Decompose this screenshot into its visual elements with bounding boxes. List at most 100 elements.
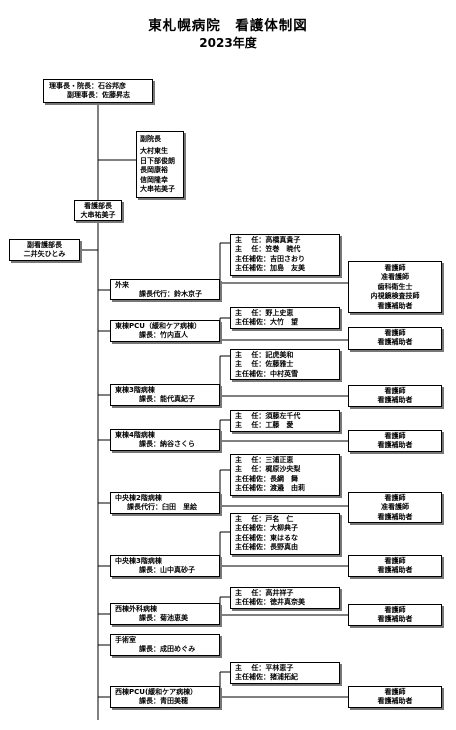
dept-name: 西棟外科病棟: [115, 605, 157, 613]
dept-box-central-2f: 中央棟2階病棟 課長代行：臼田 里絵: [110, 492, 220, 514]
vice-president-heading: 副院長: [140, 135, 161, 143]
staff-entry: 主 任：笠巻 暁代: [235, 245, 301, 254]
vice-president-name: 長岡康裕: [140, 166, 168, 175]
role-entry: 看護師: [384, 557, 406, 565]
deputy-director-name: 二井矢ひとみ: [23, 250, 66, 259]
staff-box-central-2f: 主 任：三浦正恵 主 任：梶原沙央梨 主任補佐：長綱 舞 主任補佐：渡邉 由莉: [230, 454, 340, 496]
dept-head: 課長：青田美穂: [139, 697, 188, 706]
dept-name: 外来: [115, 281, 129, 289]
dept-box-central-3f: 中央棟3階病棟 課長：山中真砂子: [110, 555, 220, 577]
deputy-director-title: 副看護部長: [27, 241, 62, 249]
staff-entry: 主任補佐：徳井真奈美: [235, 598, 305, 607]
staff-box-outpatient: 主 任：高橋真貴子 主 任：笠巻 暁代 主任補佐：吉田さおり 主任補佐：加島 友…: [230, 234, 340, 276]
roles-box-east-pcu: 看護師 看護補助者: [348, 327, 442, 350]
dept-box-outpatient: 外来 課長代行：鈴木京子: [110, 279, 220, 300]
role-entry: 看護師: [384, 606, 406, 614]
nursing-director-title: 看護部長: [84, 202, 112, 210]
staff-entry: 主 任：野上史恵: [235, 309, 294, 317]
role-entry: 看護補助者: [377, 615, 413, 624]
dept-head: 課長：山中真砂子: [139, 566, 195, 575]
dept-box-west-pcu: 西棟PCU(緩和ケア病棟） 課長：青田美穂: [110, 686, 220, 708]
roles-box-west-pcu: 看護師 看護補助者: [348, 686, 442, 708]
dept-head: 課長：納谷さくら: [139, 440, 195, 449]
staff-entry: 主任補佐：長綱 舞: [235, 474, 298, 483]
dept-box-west-surgery: 西棟外科病棟 課長：菊池恵美: [110, 603, 220, 625]
roles-box-west-surgery: 看護師 看護補助者: [348, 604, 442, 626]
role-entry: 看護師: [384, 494, 406, 502]
staff-box-west-surgery: 主 任：高井祥子 主任補佐：徳井真奈美: [230, 587, 340, 609]
role-entry: 看護補助者: [377, 301, 413, 310]
vice-president-name: 信岡隆幸: [140, 175, 168, 184]
roles-box-outpatient: 看護師 准看護師 歯科衛生士 内視鏡検査技師 看護補助者: [348, 261, 442, 313]
dept-head: 課長：竹内直人: [139, 331, 188, 340]
chairman-label: 理事長・院長：石谷邦彦: [49, 82, 126, 90]
vice-chairman-label: 副理事長：佐藤昇志: [67, 91, 130, 100]
staff-entry: 主任補佐：渡邉 由莉: [235, 484, 305, 493]
role-entry: 看護師: [384, 387, 406, 395]
roles-box-east-3f: 看護師 看護補助者: [348, 385, 442, 407]
role-entry: 准看護師: [381, 503, 409, 512]
chart-title: 東札幌病院 看護体制図: [148, 18, 308, 34]
staff-box-central-3f: 主 任：戸名 仁 主任補佐：大柳典子 主任補佐：東はるな 主任補佐：長野真由: [230, 513, 340, 555]
dept-name: 中央棟2階病棟: [115, 494, 162, 502]
staff-entry: 主 任：梶原沙央梨: [235, 465, 301, 474]
dept-name: 西棟PCU(緩和ケア病棟）: [115, 688, 198, 696]
chairman-box: 理事長・院長：石谷邦彦 副理事長：佐藤昇志: [43, 79, 153, 103]
dept-name: 手術室: [115, 636, 136, 644]
staff-entry: 主任補佐：大竹 望: [235, 318, 298, 327]
role-entry: 内視鏡検査技師: [370, 292, 420, 301]
dept-head: 課長：成田めぐみ: [139, 645, 196, 654]
dept-box-east-4f: 東棟4階病棟 課長：納谷さくら: [110, 429, 220, 451]
dept-name: 東棟4階病棟: [115, 431, 155, 439]
staff-box-east-pcu: 主 任：野上史恵 主任補佐：大竹 望: [230, 307, 340, 329]
vice-president-name: 大串祐美子: [140, 185, 175, 194]
staff-entry: 主 任：佐藤雅士: [235, 360, 294, 369]
staff-entry: 主 任：記虎美和: [235, 351, 294, 359]
role-entry: 看護師: [384, 688, 406, 696]
dept-head: 課長代行：鈴木京子: [139, 290, 202, 299]
chart-subtitle: 2023年度: [199, 36, 257, 50]
role-entry: 看護補助者: [377, 396, 413, 405]
staff-box-east-3f: 主 任：記虎美和 主 任：佐藤雅士 主任補佐：中村英雪: [230, 349, 340, 380]
staff-entry: 主任補佐：吉田さおり: [235, 254, 305, 263]
dept-head: 課長代行：臼田 里絵: [127, 503, 197, 512]
role-entry: 准看護師: [381, 273, 409, 282]
dept-box-east-pcu: 東棟PCU（緩和ケア病棟） 課長：竹内直人: [110, 320, 220, 342]
dept-head: 課長：菊池恵美: [139, 614, 188, 623]
role-entry: 歯科衛生士: [377, 282, 413, 291]
staff-entry: 主 任：高橋真貴子: [235, 236, 301, 244]
roles-box-central-2f: 看護師 准看護師 看護補助者: [348, 492, 442, 523]
staff-entry: 主 任：工藤 愛: [235, 421, 294, 430]
role-entry: 看護師: [384, 329, 406, 337]
dept-name: 中央棟3階病棟: [115, 557, 162, 565]
staff-entry: 主任補佐：東はるな: [235, 533, 298, 542]
staff-entry: 主 任：須藤左千代: [235, 412, 301, 420]
role-entry: 看護師: [384, 432, 406, 440]
vice-president-name: 大村東生: [140, 147, 168, 156]
dept-head: 課長：能代真紀子: [139, 395, 195, 404]
deputy-director-box: 副看護部長 二井矢ひとみ: [9, 239, 80, 261]
role-entry: 看護補助者: [377, 566, 413, 575]
staff-entry: 主 任：戸名 仁: [235, 515, 294, 523]
dept-name: 東棟3階病棟: [115, 386, 155, 394]
staff-entry: 主任補佐：大柳典子: [235, 524, 298, 533]
staff-entry: 主任補佐：加島 友美: [235, 264, 305, 273]
vice-president-name: 日下部俊朗: [140, 156, 175, 165]
staff-entry: 主任補佐：猪浦拓紀: [235, 673, 298, 682]
dept-box-east-3f: 東棟3階病棟 課長：能代真紀子: [110, 384, 220, 406]
staff-entry: 主 任：平林恵子: [235, 664, 294, 672]
dept-box-operating-room: 手術室 課長：成田めぐみ: [110, 634, 220, 656]
role-entry: 看護補助者: [377, 512, 413, 521]
staff-entry: 主任補佐：中村英雪: [235, 369, 298, 378]
nursing-director-box: 看護部長 大串祐美子: [74, 200, 122, 221]
roles-box-central-3f: 看護師 看護補助者: [348, 555, 442, 577]
staff-entry: 主任補佐：長野真由: [235, 543, 298, 552]
role-entry: 看護補助者: [377, 697, 413, 706]
roles-box-east-4f: 看護師 看護補助者: [348, 430, 442, 452]
role-entry: 看護補助者: [377, 441, 413, 450]
staff-entry: 主 任：高井祥子: [235, 589, 294, 597]
nursing-director-name: 大串祐美子: [80, 211, 116, 220]
staff-box-west-pcu: 主 任：平林恵子 主任補佐：猪浦拓紀: [230, 662, 340, 684]
dept-name: 東棟PCU（緩和ケア病棟）: [115, 322, 201, 330]
